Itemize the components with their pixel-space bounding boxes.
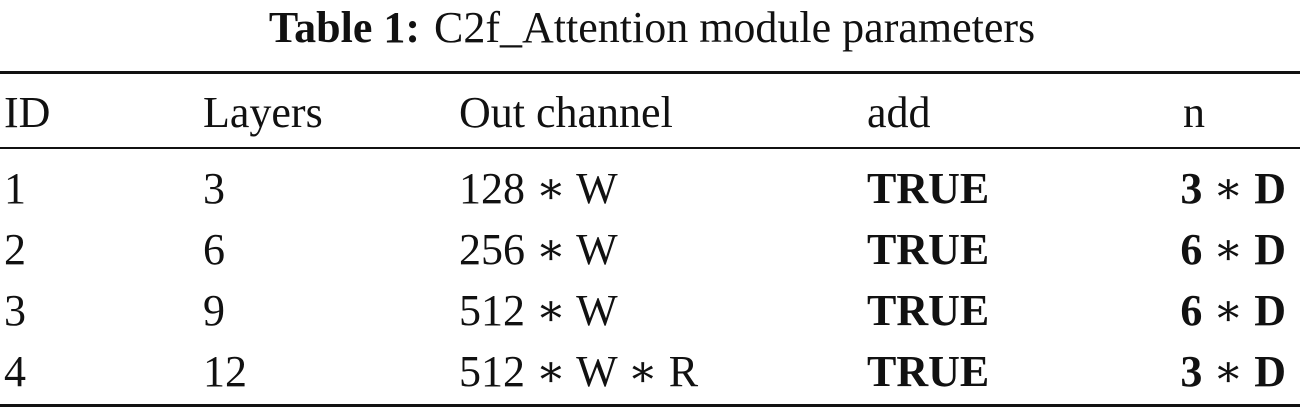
header-add: add xyxy=(867,88,931,137)
cell-n-variable: D xyxy=(1254,286,1286,335)
header-id: ID xyxy=(4,88,51,137)
table-top-rule xyxy=(0,71,1300,74)
cell-layers: 3 xyxy=(203,164,225,213)
cell-out-channel: 512 ∗ W xyxy=(459,286,618,335)
cell-layers: 12 xyxy=(203,347,247,396)
cell-out-channel: 256 ∗ W xyxy=(459,225,618,274)
cell-n-number: 3 xyxy=(1180,164,1203,213)
table-row: 3 9 512 ∗ W TRUE 6 ∗ D xyxy=(0,282,1300,340)
cell-add: TRUE xyxy=(867,164,990,213)
cell-n: 3 ∗ D xyxy=(1180,160,1286,218)
caption-text: C2f_Attention module parameters xyxy=(434,3,1036,52)
cell-n: 3 ∗ D xyxy=(1180,343,1286,401)
header-out-channel: Out channel xyxy=(459,88,673,137)
cell-layers: 6 xyxy=(203,225,225,274)
table-row: 4 12 512 ∗ W ∗ R TRUE 3 ∗ D xyxy=(0,343,1300,401)
header-layers: Layers xyxy=(203,88,323,137)
cell-n-variable: D xyxy=(1254,225,1286,274)
caption-label: Table 1: xyxy=(268,3,420,52)
table-bottom-rule xyxy=(0,404,1300,407)
cell-add: TRUE xyxy=(867,286,990,335)
cell-n: 6 ∗ D xyxy=(1180,282,1286,340)
table-row: 1 3 128 ∗ W TRUE 3 ∗ D xyxy=(0,160,1300,218)
cell-n-operator: ∗ xyxy=(1202,347,1255,396)
header-n: n xyxy=(1183,88,1205,137)
cell-n-operator: ∗ xyxy=(1202,286,1255,335)
table-row: 2 6 256 ∗ W TRUE 6 ∗ D xyxy=(0,221,1300,279)
cell-out-channel: 512 ∗ W ∗ R xyxy=(459,347,699,396)
cell-n-operator: ∗ xyxy=(1202,164,1255,213)
cell-add: TRUE xyxy=(867,225,990,274)
cell-n: 6 ∗ D xyxy=(1180,221,1286,279)
cell-n-operator: ∗ xyxy=(1202,225,1255,274)
cell-id: 1 xyxy=(4,164,26,213)
cell-out-channel: 128 ∗ W xyxy=(459,164,618,213)
cell-n-number: 6 xyxy=(1180,286,1203,335)
table-header-rule xyxy=(0,147,1300,149)
cell-n-variable: D xyxy=(1254,347,1286,396)
cell-id: 2 xyxy=(4,225,26,274)
cell-layers: 9 xyxy=(203,286,225,335)
table-caption: Table 1: C2f_Attention module parameters xyxy=(0,0,1304,60)
cell-n-number: 3 xyxy=(1180,347,1203,396)
cell-id: 4 xyxy=(4,347,26,396)
cell-add: TRUE xyxy=(867,347,990,396)
cell-n-variable: D xyxy=(1254,164,1286,213)
cell-id: 3 xyxy=(4,286,26,335)
table-header-row: ID Layers Out channel add n xyxy=(0,84,1300,142)
cell-n-number: 6 xyxy=(1180,225,1203,274)
